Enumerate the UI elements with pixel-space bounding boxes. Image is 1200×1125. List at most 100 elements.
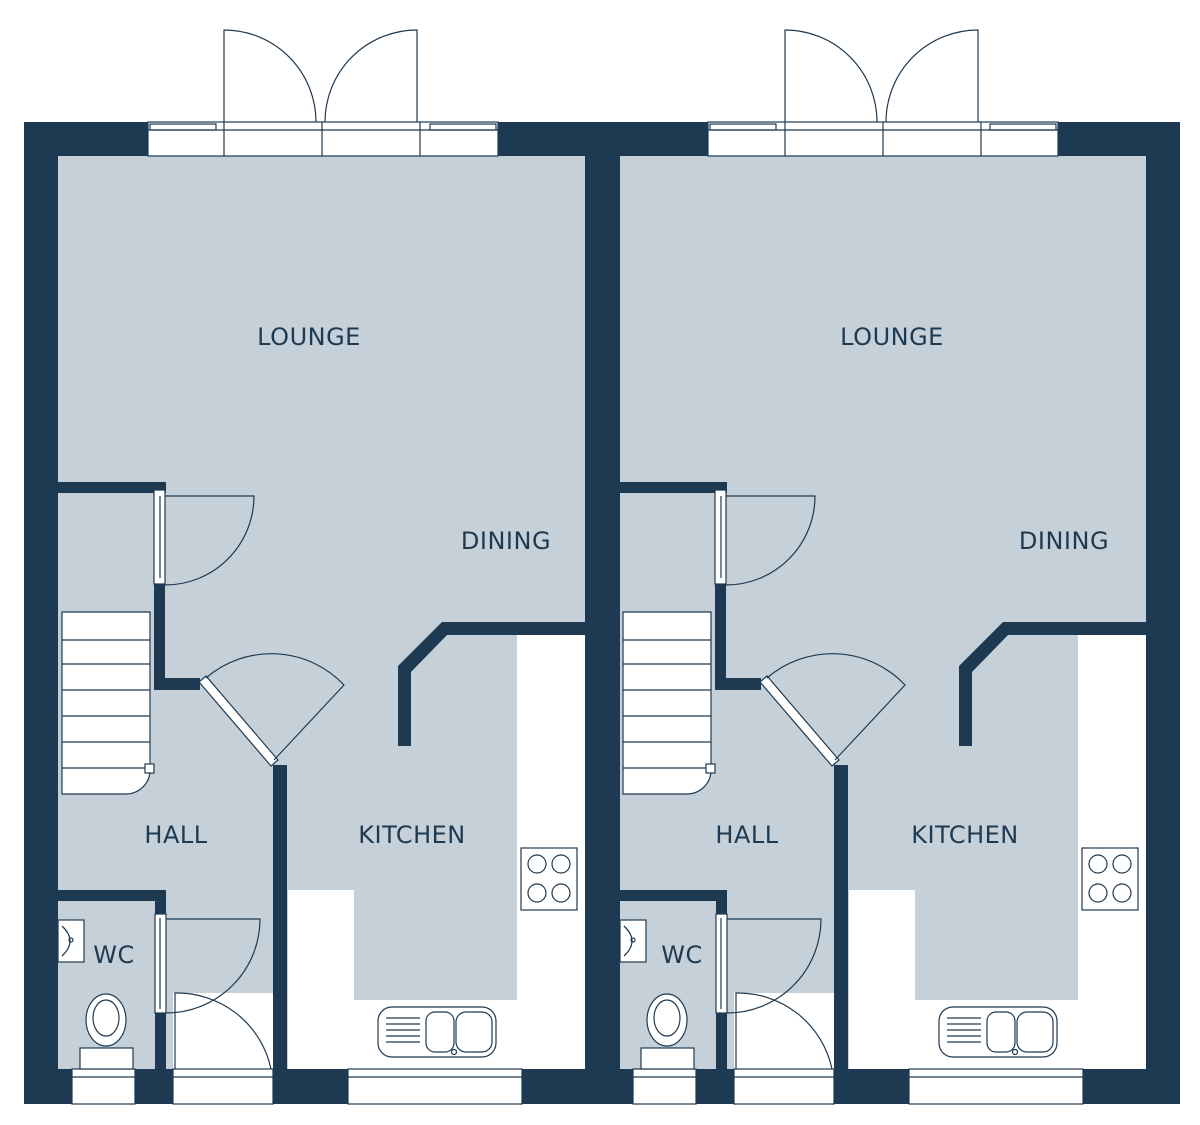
unit-2-wall-bottom-d <box>1083 1069 1180 1104</box>
unit-2-stair-newel <box>705 763 716 774</box>
unit-1-french-door-right-swing <box>324 29 418 123</box>
unit-2-wc-toilet <box>640 993 695 1070</box>
unit-1-front-window-wc <box>71 1068 136 1105</box>
unit-2-wc-door-swing <box>726 918 822 1014</box>
unit-1-hob-ring <box>551 883 571 903</box>
unit-2-toilet-bowl <box>646 993 688 1047</box>
unit-1-wall-bottom-c <box>273 1069 348 1104</box>
unit-1-wall-wc-right-low <box>155 1013 166 1069</box>
unit-2-sink-bowl-large <box>1016 1011 1054 1053</box>
unit-1-sink-tap <box>450 1048 458 1056</box>
unit-2-front-window-wc <box>632 1068 697 1105</box>
unit-2-wall-wc-right <box>716 890 727 914</box>
unit-1-wc-door-swing <box>165 918 261 1014</box>
unit-2-kitchen-door-swing <box>766 653 906 761</box>
unit-1-wall-top-left <box>24 122 148 156</box>
unit-2-hob-ring <box>1112 854 1132 874</box>
unit-1-lounge-door-swing <box>164 495 255 586</box>
unit-2-wall-kitchen-angled <box>959 622 1146 746</box>
unit-2-wall-wc-right-low <box>716 1013 727 1069</box>
unit-2-basin-bowl <box>623 925 633 957</box>
unit-1-wall-stair-upper <box>154 584 165 690</box>
unit-1: LOUNGE DINING HALL KITCHEN WC <box>24 29 620 1105</box>
unit-1-rear-window-light-left <box>149 123 217 131</box>
unit-1-front-door-swing <box>174 992 272 1070</box>
unit-1-label-hall: HALL <box>144 821 207 849</box>
unit-1-basin-tap <box>68 937 74 943</box>
unit-1-hall-entrance-area <box>173 993 273 1069</box>
unit-1-wall-hall-top <box>58 482 166 493</box>
unit-2-french-door-left-swing <box>784 29 878 123</box>
unit-2-hob-frame <box>1081 847 1139 911</box>
unit-1-kitchen-door-swing <box>205 653 345 761</box>
unit-2-wall-right <box>1146 122 1180 1104</box>
unit-1-wall-left <box>24 122 58 1104</box>
unit-2-wall-stair-step <box>715 678 761 690</box>
unit-2-lounge-door-swing <box>725 495 816 586</box>
unit-2-rear-window-light-right <box>989 123 1057 131</box>
unit-2-french-door-right-swing <box>885 29 979 123</box>
unit-2-label-kitchen: KITCHEN <box>911 821 1019 849</box>
unit-1-wall-wc-top <box>58 890 166 901</box>
unit-2-stairs-outline <box>622 611 712 795</box>
unit-1-label-wc: WC <box>93 941 135 969</box>
unit-1-stair-newel <box>144 763 155 774</box>
unit-1-wall-stair-step <box>154 678 200 690</box>
unit-1-hob-ring <box>527 883 547 903</box>
unit-2-hall-entrance-area <box>734 993 834 1069</box>
unit-2-hob-ring <box>1088 883 1108 903</box>
unit-2-stairs <box>622 611 716 795</box>
unit-1-rear-window <box>147 121 499 157</box>
unit-1-sink-bowl-large <box>455 1011 493 1053</box>
unit-1-hob-frame <box>520 847 578 911</box>
unit-1-wall-bottom-b <box>135 1069 173 1104</box>
unit-1-sink <box>377 1006 497 1058</box>
unit-2-front-window-kitchen <box>908 1068 1084 1105</box>
unit-1-french-door-left-swing <box>223 29 317 123</box>
unit-2-sink-bowl-small <box>986 1011 1016 1053</box>
unit-1-wc-toilet <box>79 993 134 1070</box>
unit-1-label-dining: DINING <box>461 527 551 555</box>
unit-1-label-lounge: LOUNGE <box>257 323 361 351</box>
unit-1-wall-hall-kitchen <box>273 765 287 1069</box>
unit-2-rear-window-light-left <box>709 123 777 131</box>
unit-1-kitchen-door-leaf <box>198 675 279 767</box>
unit-2-label-lounge: LOUNGE <box>840 323 944 351</box>
unit-2-front-door-swing <box>735 992 833 1070</box>
unit-2-hob-ring <box>1112 883 1132 903</box>
unit-1-wall-bottom-a <box>24 1069 72 1104</box>
unit-1-toilet-cistern <box>79 1047 134 1070</box>
unit-1-wc-basin <box>57 919 85 963</box>
unit-1-label-kitchen: KITCHEN <box>358 821 466 849</box>
unit-2-sink-tap <box>1011 1048 1019 1056</box>
unit-2-wc-basin <box>619 919 647 963</box>
unit-1-toilet-seat <box>92 999 120 1037</box>
unit-2-hob-ring <box>1088 854 1108 874</box>
unit-2-front-door <box>733 1068 835 1105</box>
unit-2-wall-bottom-c <box>834 1069 909 1104</box>
unit-2-wall-top-left <box>620 122 708 156</box>
unit-1-sink-frame <box>377 1006 497 1058</box>
unit-1-front-door <box>172 1068 274 1105</box>
unit-1-sink-drainer <box>386 1017 420 1043</box>
unit-1-hob <box>520 847 578 911</box>
unit-2-hob <box>1081 847 1139 911</box>
unit-1-front-window-kitchen <box>347 1068 523 1105</box>
unit-2-label-hall: HALL <box>715 821 778 849</box>
unit-1-wall-bottom-d <box>522 1069 620 1104</box>
unit-2-wall-bottom-a <box>620 1069 633 1104</box>
unit-2-wall-hall-kitchen <box>834 765 848 1069</box>
unit-2-label-dining: DINING <box>1019 527 1109 555</box>
unit-1-toilet-bowl <box>85 993 127 1047</box>
unit-2-wall-hall-top <box>620 482 727 493</box>
unit-1-stairs <box>61 611 155 795</box>
unit-1-wall-wc-right <box>155 890 166 914</box>
unit-2-kitchen-door-leaf <box>759 675 840 767</box>
unit-2-basin-tap <box>630 937 636 943</box>
unit-1-hob-ring <box>551 854 571 874</box>
unit-2-toilet-seat <box>653 999 681 1037</box>
unit-2-wall-bottom-b <box>696 1069 734 1104</box>
unit-1-wall-party <box>585 122 620 1104</box>
unit-1-hob-ring <box>527 854 547 874</box>
